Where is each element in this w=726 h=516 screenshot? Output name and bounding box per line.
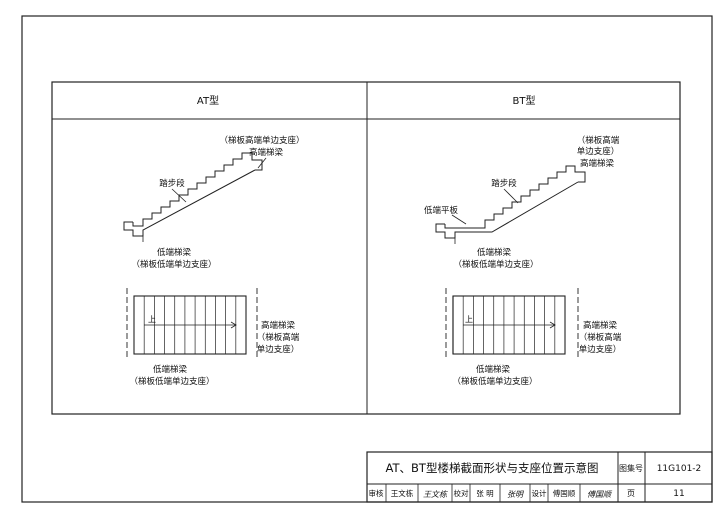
checker-name: 张 明 (476, 489, 493, 498)
reviewer-name: 王文栋 (391, 488, 414, 498)
drawing-title: AT、BT型楼梯截面形状与支座位置示意图 (386, 461, 599, 475)
at-stair-section (123, 152, 263, 242)
bt-panel: BT型 （梯板高端 单边支座） 高端梯梁 踏步段 低端平板 低端梯梁 （梯板低端… (424, 94, 622, 387)
at-panel: AT型 （梯板高端单边支座） 高端梯梁 踏步段 低端梯梁 （梯板低端单边支座） … (123, 94, 305, 387)
at-top-support-note: （梯板高端单边支座） (219, 135, 304, 146)
at-plan-low-beam-label: 低端梯梁 (153, 364, 188, 375)
bt-top-support-note-2: 单边支座） (577, 146, 620, 157)
bt-top-support-note-1: （梯板高端 (577, 135, 620, 146)
bt-top-beam-label: 高端梯梁 (580, 158, 615, 169)
bt-plan-low-note: （梯板低端单边支座） (452, 376, 537, 387)
bt-step-segment-label: 踏步段 (491, 178, 517, 189)
bt-flat-plate-leader (451, 214, 467, 225)
at-bottom-support-note: （梯板低端单边支座） (131, 259, 216, 270)
design-label: 设计 (532, 488, 547, 498)
bt-plan-high-note-2: 单边支座） (579, 344, 622, 355)
at-panel-title: AT型 (197, 94, 219, 107)
bt-step-leader (503, 188, 519, 204)
page-label: 页 (627, 489, 635, 498)
review-label: 审核 (369, 488, 384, 498)
at-plan-high-beam-label: 高端梯梁 (261, 320, 296, 331)
bt-stair-section (435, 165, 586, 244)
at-plan-high-note-1: （梯板高端 (257, 332, 300, 343)
bt-bottom-support-note: （梯板低端单边支座） (453, 259, 538, 270)
designer-name: 傅国顺 (553, 488, 576, 498)
bt-plan-high-beam-label: 高端梯梁 (583, 320, 618, 331)
figure-table (51, 81, 681, 415)
at-step-segment-label: 踏步段 (159, 178, 185, 189)
reviewer-signature: 王文栋 (423, 490, 448, 499)
check-label: 校对 (454, 488, 469, 498)
bt-bottom-beam-label: 低端梯梁 (477, 247, 512, 258)
at-plan-high-note-2: 单边支座） (257, 344, 300, 355)
atlas-number: 11G101-2 (657, 464, 702, 474)
atlas-number-label: 图集号 (619, 463, 643, 473)
at-top-beam-label: 高端梯梁 (249, 147, 284, 158)
bt-stair-plan (445, 288, 579, 360)
designer-signature: 傅国顺 (587, 490, 613, 499)
bt-plan-low-beam-label: 低端梯梁 (476, 364, 511, 375)
at-bottom-beam-label: 低端梯梁 (157, 247, 192, 258)
at-up-mark: 上 (148, 315, 156, 324)
title-block (366, 451, 713, 503)
bt-panel-title: BT型 (513, 94, 536, 107)
bt-low-flat-plate-label: 低端平板 (424, 205, 459, 216)
bt-up-mark: 上 (465, 315, 473, 324)
checker-signature: 张明 (507, 490, 525, 499)
at-plan-low-note: （梯板低端单边支座） (129, 376, 214, 387)
page-number: 11 (673, 489, 684, 499)
at-stair-plan (126, 288, 258, 360)
bt-plan-high-note-1: （梯板高端 (579, 332, 622, 343)
